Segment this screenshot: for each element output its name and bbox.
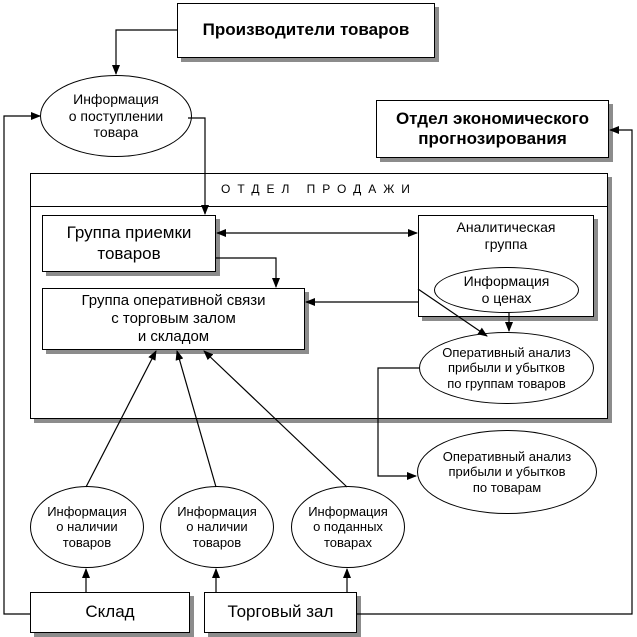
stock-info-label-2: Информация о наличии товаров — [177, 504, 257, 550]
warehouse-box: Склад — [30, 592, 190, 633]
producers-label: Производители товаров — [202, 20, 410, 40]
stock-info-label-1: Информация о наличии товаров — [47, 504, 127, 550]
sales-floor-label: Торговый зал — [227, 602, 334, 622]
analytic-group-label: Аналитическая группа — [456, 219, 556, 252]
arrow-producers-to-supply-info — [112, 29, 177, 75]
forecast-department-box: Отдел экономического прогнозирования — [376, 100, 609, 158]
analysis-by-groups-ellipse: Оперативный анализ прибыли и убытков по … — [419, 332, 594, 404]
submitted-info-label: Информация о поданных товарах — [308, 504, 388, 550]
analysis-by-goods-ellipse: Оперативный анализ прибыли и убытков по … — [417, 430, 597, 514]
receiving-group-label: Группа приемки товаров — [66, 223, 192, 263]
analysis-by-groups-label: Оперативный анализ прибыли и убытков по … — [442, 345, 571, 391]
sales-floor-box: Торговый зал — [204, 592, 357, 633]
forecast-department-label: Отдел экономического прогнозирования — [395, 108, 590, 148]
sales-department-title: ОТДЕЛ ПРОДАЖИ — [221, 182, 417, 196]
operative-group-box: Группа оперативной связи с торговым зало… — [42, 288, 305, 350]
supply-info-ellipse: Информация о поступлении товара — [40, 75, 192, 157]
analysis-by-goods-label: Оперативный анализ прибыли и убытков по … — [442, 449, 572, 495]
warehouse-label: Склад — [85, 602, 135, 622]
price-info-ellipse: Информация о ценах — [434, 267, 579, 313]
supply-info-label: Информация о поступлении товара — [68, 91, 164, 141]
submitted-info-ellipse: Информация о поданных товарах — [291, 486, 405, 568]
stock-info-ellipse-2: Информация о наличии товаров — [160, 486, 274, 568]
stock-info-ellipse-1: Информация о наличии товаров — [30, 486, 144, 568]
price-info-label: Информация о ценах — [463, 273, 550, 306]
receiving-group-box: Группа приемки товаров — [42, 215, 216, 272]
sales-department-header — [31, 174, 607, 207]
producers-box: Производители товаров — [177, 3, 435, 58]
operative-group-label: Группа оперативной связи с торговым зало… — [81, 292, 266, 345]
